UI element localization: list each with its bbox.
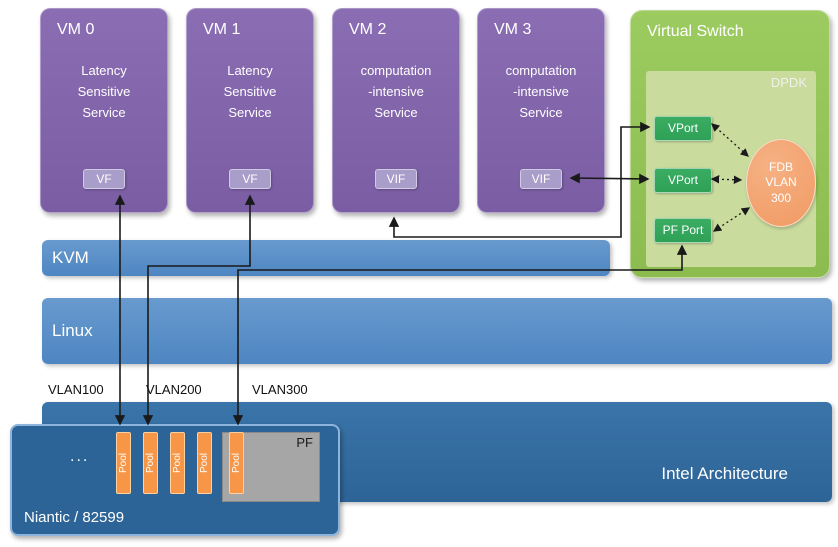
vm-1-vf-badge: VF xyxy=(229,169,271,189)
vm-0-box: VM 0 Latency Sensitive Service VF xyxy=(40,8,168,213)
pool-2: Pool xyxy=(143,432,158,494)
vm-1-service-label: Latency Sensitive Service xyxy=(223,63,277,120)
dpdk-label: DPDK xyxy=(770,75,807,90)
pool-5: Pool xyxy=(229,432,244,494)
pool-1: Pool xyxy=(116,432,131,494)
virtual-switch-box: Virtual Switch DPDK VPort VPort PF Port … xyxy=(630,10,830,278)
dpdk-region: DPDK VPort VPort PF Port FDB VLAN 300 xyxy=(646,71,816,267)
niantic-title: Niantic / 82599 xyxy=(24,509,125,526)
vm-0-vf-badge: VF xyxy=(83,169,125,189)
kvm-label: KVM xyxy=(52,248,89,267)
vlan300-label: VLAN300 xyxy=(252,382,308,397)
vm-2-vif-badge: VIF xyxy=(375,169,417,189)
pool-4: Pool xyxy=(197,432,212,494)
pf-label: PF xyxy=(296,435,313,450)
pool-ellipsis: ... xyxy=(70,448,90,465)
vlan100-label: VLAN100 xyxy=(48,382,104,397)
pool-3: Pool xyxy=(170,432,185,494)
vm-0-service-label: Latency Sensitive Service xyxy=(77,63,131,120)
vm-3-vif-badge: VIF xyxy=(520,169,562,189)
kvm-layer-band: KVM xyxy=(42,240,610,276)
vport-2: VPort xyxy=(654,168,712,193)
linux-layer-band: Linux xyxy=(42,298,832,364)
vport-1: VPort xyxy=(654,116,712,141)
linux-label: Linux xyxy=(52,321,93,340)
vm-2-title: VM 2 xyxy=(349,21,387,38)
vm-3-title: VM 3 xyxy=(494,21,532,38)
vlan200-label: VLAN200 xyxy=(146,382,202,397)
vm-3-service-label: computation -intensive Service xyxy=(505,63,577,120)
vm-1-title: VM 1 xyxy=(203,21,241,38)
vm-3-box: VM 3 computation -intensive Service VIF xyxy=(477,8,605,213)
fdb-vlan-ellipse: FDB VLAN 300 xyxy=(746,139,816,227)
niantic-nic-box: ... PF Pool Pool Pool Pool Pool Niantic … xyxy=(10,424,340,536)
vm-2-service-label: computation -intensive Service xyxy=(360,63,432,120)
vm-2-box: VM 2 computation -intensive Service VIF xyxy=(332,8,460,213)
vm-0-title: VM 0 xyxy=(57,21,95,38)
intel-architecture-label: Intel Architecture xyxy=(661,464,788,483)
pf-port: PF Port xyxy=(654,218,712,243)
vm-1-box: VM 1 Latency Sensitive Service VF xyxy=(186,8,314,213)
virtual-switch-title: Virtual Switch xyxy=(647,23,744,40)
